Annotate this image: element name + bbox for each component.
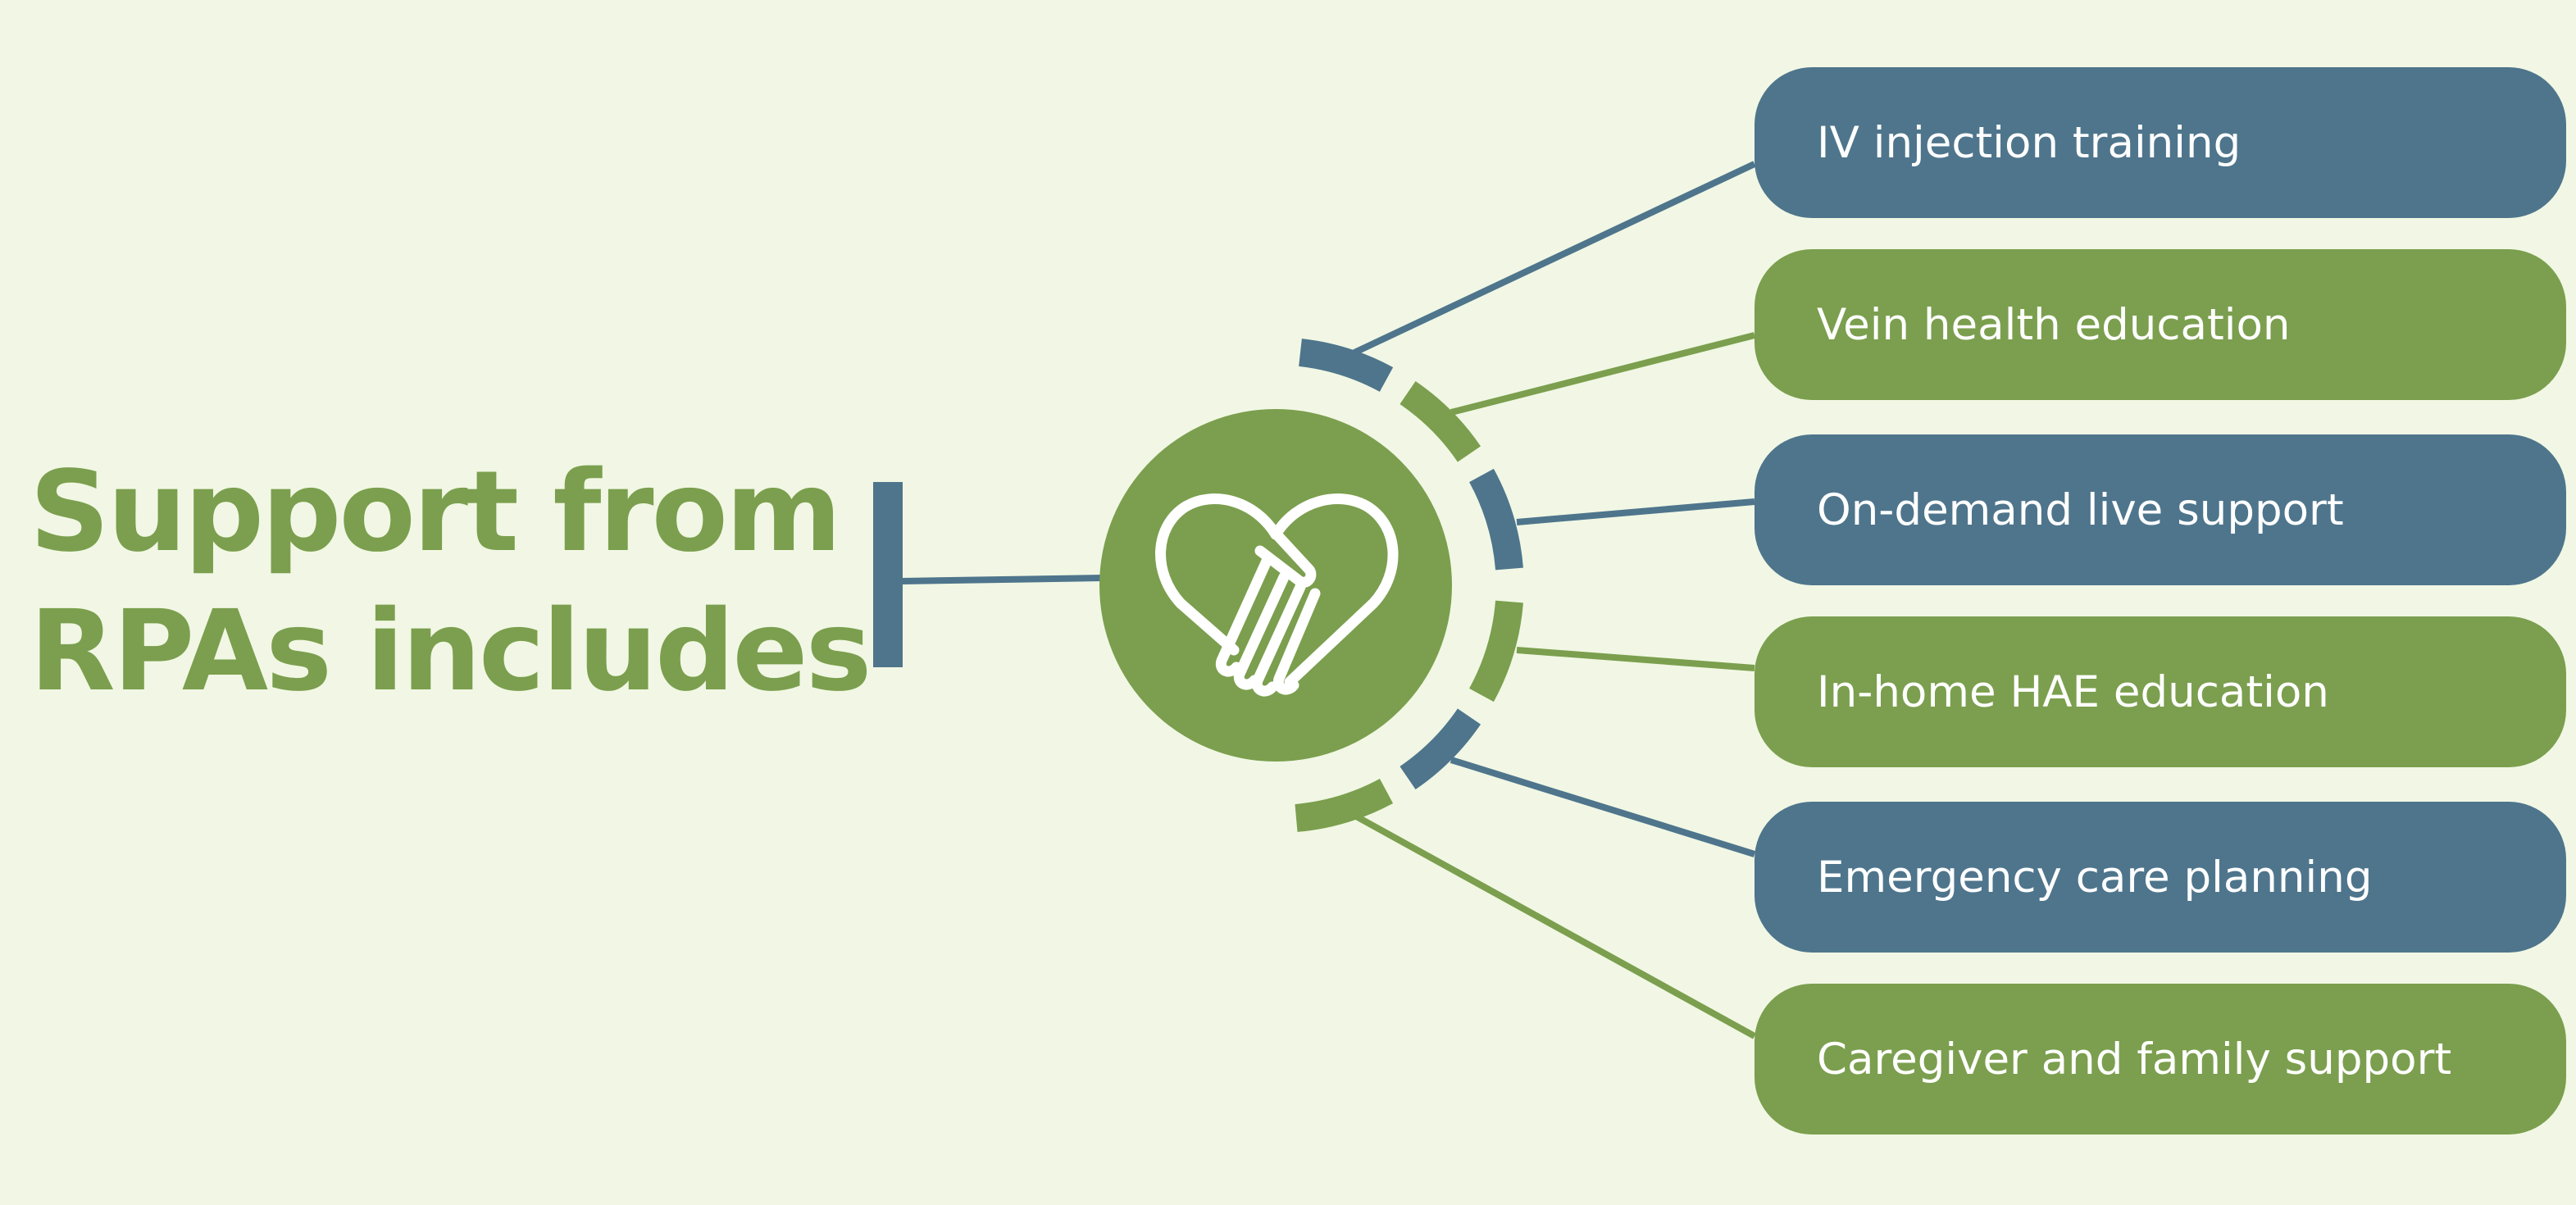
ring-segment-1 (1298, 339, 1394, 393)
connector-5 (1450, 757, 1756, 857)
connector-2 (1450, 332, 1755, 416)
item-label: IV injection training (1817, 117, 2241, 168)
item-label: Caregiver and family support (1817, 1034, 2452, 1084)
ring-segment-4 (1468, 600, 1523, 703)
item-pill-vein-health-education: Vein health education (1755, 249, 2566, 400)
item-pill-caregiver-and-family-support: Caregiver and family support (1755, 984, 2566, 1135)
connector-6 (1341, 806, 1756, 1039)
ring-segment-6 (1295, 778, 1394, 832)
item-label: On-demand live support (1817, 484, 2344, 535)
item-label: In-home HAE education (1817, 666, 2329, 717)
heading-line-2: RPAs includes (30, 587, 872, 716)
heading-connector (901, 575, 1104, 584)
ring-segment-2 (1400, 380, 1481, 462)
heart-handshake-icon (1155, 493, 1399, 697)
connector-4 (1516, 647, 1755, 671)
connector-3 (1516, 498, 1755, 525)
item-pill-emergency-care-planning: Emergency care planning (1755, 802, 2566, 953)
ring-segment-5 (1400, 708, 1481, 790)
ring-segment-3 (1468, 468, 1523, 571)
item-pill-on-demand-live-support: On-demand live support (1755, 434, 2566, 585)
item-pill-in-home-hae-education: In-home HAE education (1755, 616, 2566, 767)
item-label: Vein health education (1817, 299, 2291, 350)
heading-line-1: Support from (30, 448, 842, 577)
item-label: Emergency care planning (1817, 852, 2373, 903)
item-pill-iv-injection-training: IV injection training (1755, 67, 2566, 218)
connector-1 (1349, 161, 1756, 357)
diagram-heading: Support from RPAs includes (30, 443, 872, 721)
